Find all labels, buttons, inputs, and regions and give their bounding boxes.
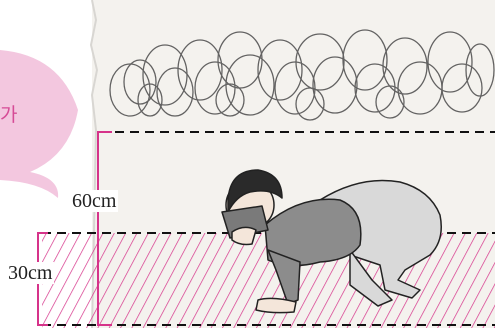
height-label-60cm: 60cm <box>70 190 118 212</box>
speech-bubble-text: 가 <box>0 100 17 127</box>
height-label-30cm: 30cm <box>6 262 54 284</box>
